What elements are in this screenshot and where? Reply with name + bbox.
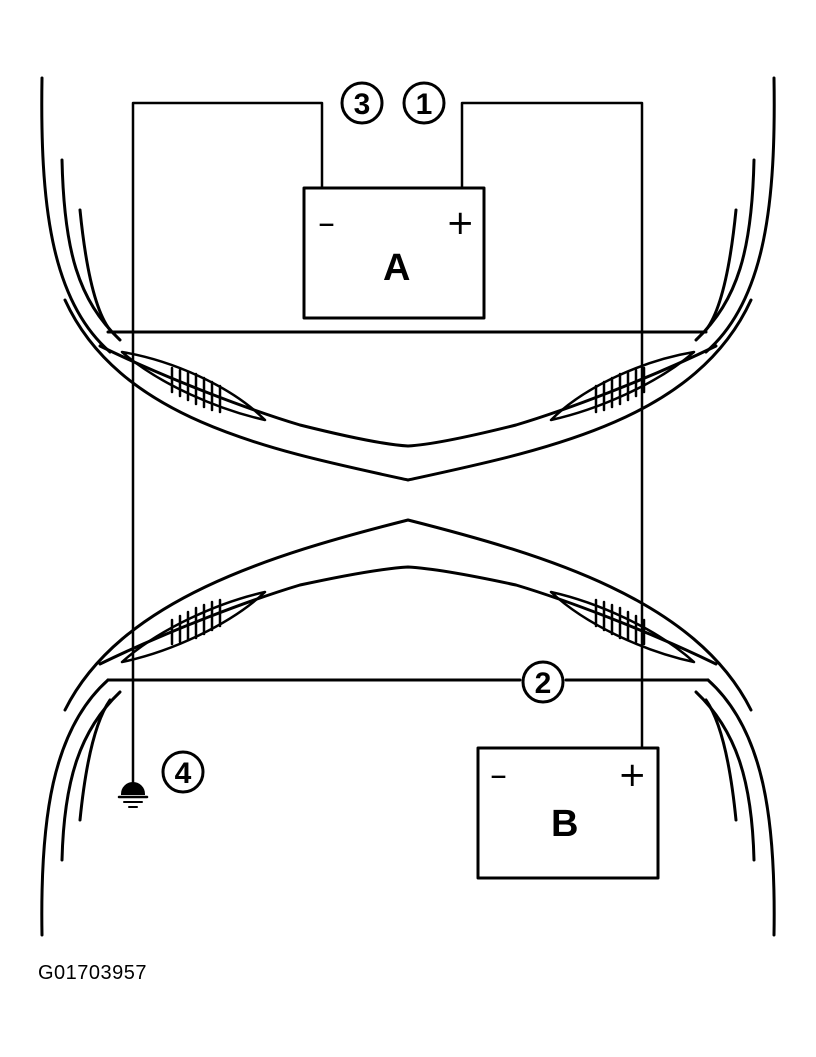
svg-text:3: 3 bbox=[354, 88, 371, 121]
figure-code: G01703957 bbox=[38, 962, 148, 984]
callout-2: 2 bbox=[521, 660, 565, 704]
ground-icon bbox=[117, 782, 149, 808]
callout-1: 1 bbox=[402, 81, 446, 125]
vehicle-b-outline bbox=[40, 518, 776, 937]
vehicle-a-outline bbox=[40, 76, 776, 482]
positive-cable bbox=[460, 101, 644, 750]
battery-b-positive-sign: + bbox=[618, 755, 647, 795]
battery-a-case bbox=[302, 186, 486, 320]
battery-a: – + A bbox=[302, 186, 486, 320]
callout-4: 4 bbox=[161, 750, 205, 794]
battery-a-positive-sign: + bbox=[446, 203, 475, 243]
battery-b-label: B bbox=[551, 803, 578, 845]
callout-3: 3 bbox=[340, 81, 384, 125]
battery-b-case bbox=[476, 746, 660, 880]
jumper-cables bbox=[131, 101, 644, 784]
svg-text:2: 2 bbox=[535, 667, 552, 700]
battery-a-label: A bbox=[383, 247, 410, 289]
negative-cable bbox=[131, 101, 324, 784]
battery-b: – + B bbox=[476, 746, 660, 880]
svg-text:1: 1 bbox=[416, 88, 433, 121]
svg-text:4: 4 bbox=[175, 757, 192, 790]
battery-b-negative-sign: – bbox=[490, 755, 507, 795]
battery-a-negative-sign: – bbox=[318, 203, 335, 243]
